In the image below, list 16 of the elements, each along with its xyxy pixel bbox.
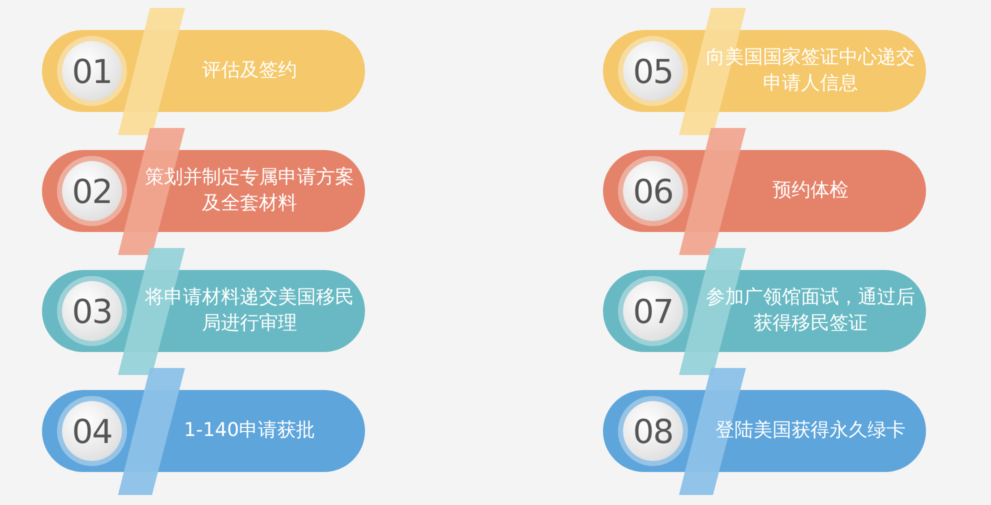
step-number: 03: [62, 281, 122, 341]
step-number: 01: [62, 41, 122, 101]
step-label: 策划并制定专属申请方案及全套材料: [144, 165, 355, 216]
step-number: 05: [623, 41, 683, 101]
step-number: 04: [62, 401, 122, 461]
step-label: 将申请材料递交美国移民局进行审理: [144, 285, 355, 336]
step-number: 08: [623, 401, 683, 461]
step-number: 07: [623, 281, 683, 341]
step-number: 02: [62, 161, 122, 221]
step-label: 评估及签约: [202, 58, 297, 84]
step-label: 登陆美国获得永久绿卡: [716, 418, 906, 444]
step-label: 参加广领馆面试，通过后获得移民签证: [705, 285, 916, 336]
step-label: 1-140申请获批: [184, 418, 316, 444]
step-label: 向美国国家签证中心递交申请人信息: [705, 45, 916, 96]
step-label: 预约体检: [772, 178, 848, 204]
step-number: 06: [623, 161, 683, 221]
